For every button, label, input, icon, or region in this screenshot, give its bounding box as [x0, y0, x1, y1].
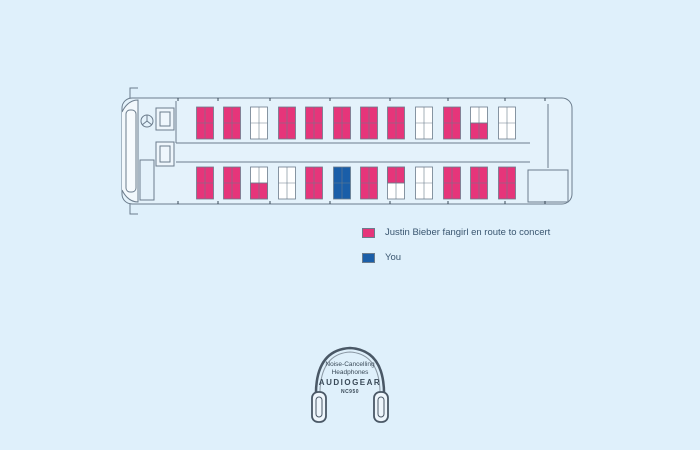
seat-fangirl: [333, 106, 351, 140]
seat-empty: [415, 106, 433, 140]
seat-fangirl: [498, 166, 516, 200]
logo-line1: Noise-Cancelling: [325, 361, 375, 368]
seat-fangirl: [443, 106, 461, 140]
steering-wheel-icon: [140, 114, 154, 128]
logo-model: NC950: [340, 389, 360, 395]
seat-fangirl: [387, 166, 405, 200]
seat-fangirl: [360, 106, 378, 140]
you-swatch: [362, 252, 375, 263]
seat-fangirl: [470, 106, 488, 140]
legend-item-fangirl: Justin Bieber fangirl en route to concer…: [362, 226, 550, 239]
seat-empty: [250, 166, 268, 200]
seat-empty: [278, 166, 296, 200]
legend: Justin Bieber fangirl en route to concer…: [362, 226, 550, 276]
seat-empty: [250, 106, 268, 140]
legend-label-fangirl: Justin Bieber fangirl en route to concer…: [385, 227, 551, 238]
fangirl-swatch: [362, 227, 375, 238]
seat-fangirl: [470, 166, 488, 200]
seat-fangirl: [387, 106, 405, 140]
seat-empty: [415, 166, 433, 200]
legend-item-you: You: [362, 251, 550, 264]
legend-label-you: You: [385, 252, 402, 263]
seat-fangirl: [443, 166, 461, 200]
seat-fangirl: [305, 166, 323, 200]
seat-empty: [498, 106, 516, 140]
seat-row-top: [196, 106, 516, 140]
seat-fangirl: [196, 106, 214, 140]
seat-row-bottom: [196, 166, 516, 200]
seat-you: [333, 166, 351, 200]
logo-brand: AUDIOGEAR: [318, 378, 382, 387]
seat-fangirl: [278, 106, 296, 140]
seat-fangirl: [223, 166, 241, 200]
seat-fangirl: [223, 106, 241, 140]
audiogear-logo: Noise-Cancelling Headphones AUDIOGEAR NC…: [300, 342, 400, 432]
headphones-icon: [311, 346, 389, 423]
seat-fangirl: [360, 166, 378, 200]
seat-fangirl: [196, 166, 214, 200]
logo-line2: Headphones: [331, 369, 369, 376]
seat-fangirl: [305, 106, 323, 140]
